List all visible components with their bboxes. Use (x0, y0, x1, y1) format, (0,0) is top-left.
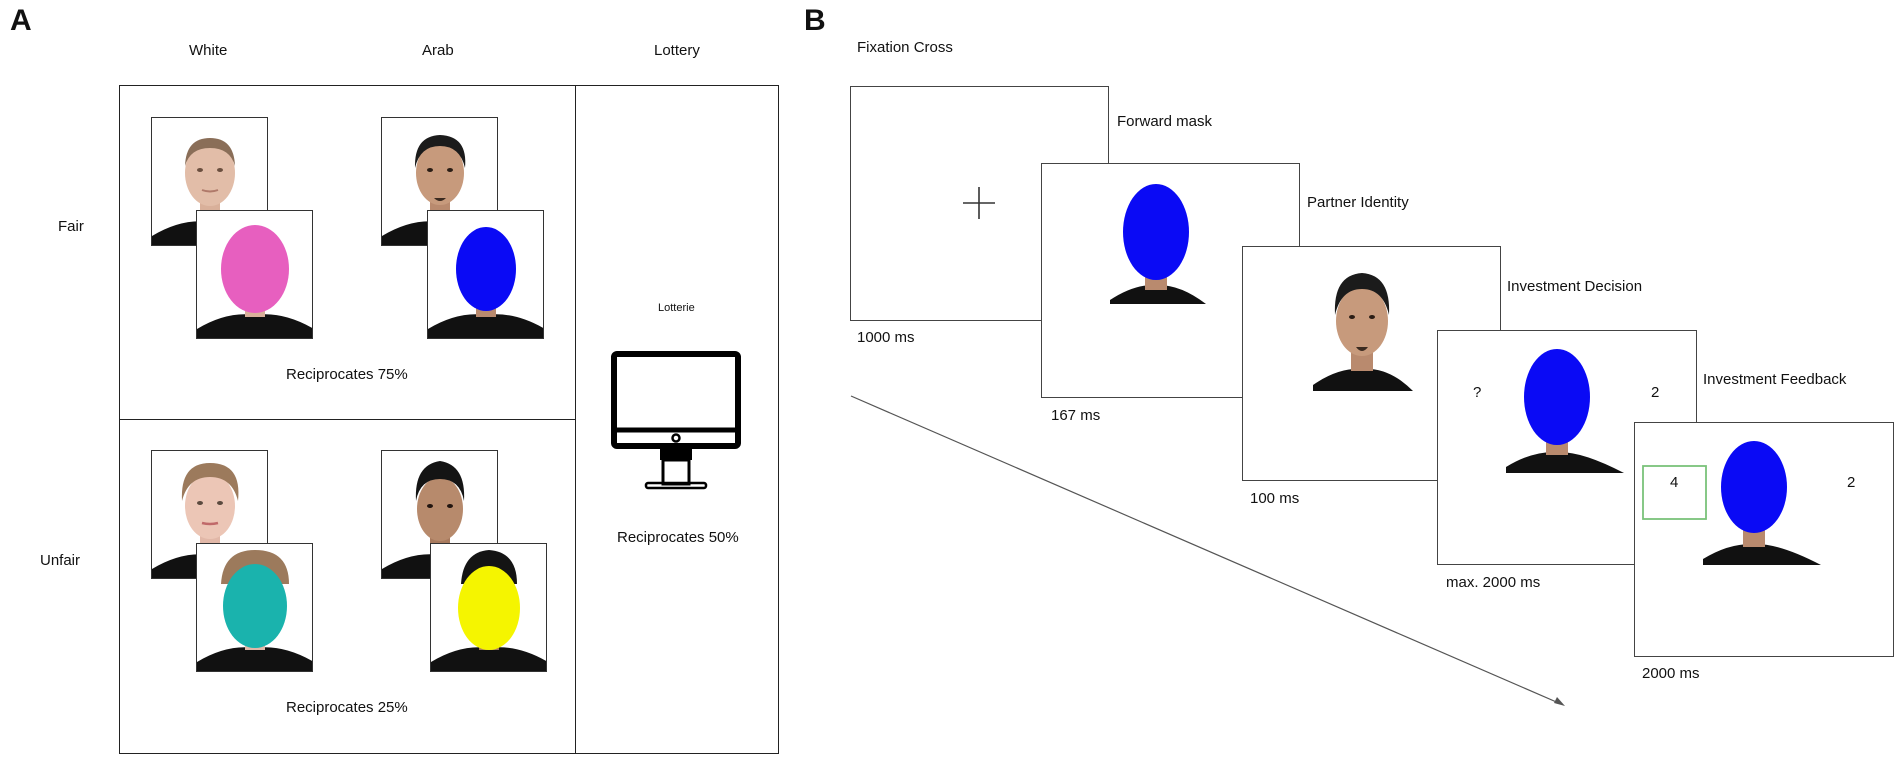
feedback-right-amount: 2 (1847, 474, 1856, 491)
time-arrow (850, 395, 1565, 706)
computer-monitor-icon (610, 350, 742, 497)
masked-face-fair-white (196, 210, 313, 339)
duration-forward-mask: 167 ms (1051, 407, 1101, 424)
face-mask-teal (223, 564, 287, 648)
label-partner-identity: Partner Identity (1307, 194, 1409, 211)
feedback-selected-amount: 4 (1670, 474, 1679, 491)
screen-investment-feedback (1634, 422, 1894, 657)
selected-option-highlight (1642, 465, 1707, 520)
masked-face-unfair-arab (430, 543, 547, 672)
label-forward-mask: Forward mask (1117, 113, 1213, 130)
label-investment-decision: Investment Decision (1507, 278, 1643, 295)
face-mask-pink (221, 225, 289, 313)
lottery-label: Lotterie (658, 302, 695, 314)
row-label-fair: Fair (58, 218, 84, 235)
masked-face-fair-arab (427, 210, 544, 339)
face-mask-yellow (458, 566, 520, 650)
lottery-condition-box (575, 85, 779, 754)
duration-fixation-cross: 1000 ms (857, 329, 915, 346)
face-photo-unfair-arab (381, 450, 498, 579)
decision-right-option: 2 (1651, 384, 1660, 401)
column-header-arab: Arab (422, 42, 454, 59)
masked-face-unfair-white (196, 543, 313, 672)
column-header-lottery: Lottery (654, 42, 700, 59)
row-label-unfair: Unfair (40, 552, 81, 569)
lottery-reciprocation-text: Reciprocates 50% (617, 529, 739, 546)
panel-a-letter: A (10, 4, 32, 37)
label-fixation-cross: Fixation Cross (857, 39, 953, 56)
duration-partner-identity: 100 ms (1250, 490, 1300, 507)
panel-b-letter: B (804, 4, 826, 37)
column-header-white: White (189, 42, 228, 59)
duration-investment-decision: max. 2000 ms (1446, 574, 1541, 591)
fair-reciprocation-text: Reciprocates 75% (286, 366, 408, 383)
face-mask-blue (456, 227, 516, 311)
decision-left-option: ? (1473, 384, 1482, 401)
duration-investment-feedback: 2000 ms (1642, 665, 1700, 682)
unfair-reciprocation-text: Reciprocates 25% (286, 699, 408, 716)
label-investment-feedback: Investment Feedback (1703, 371, 1847, 388)
